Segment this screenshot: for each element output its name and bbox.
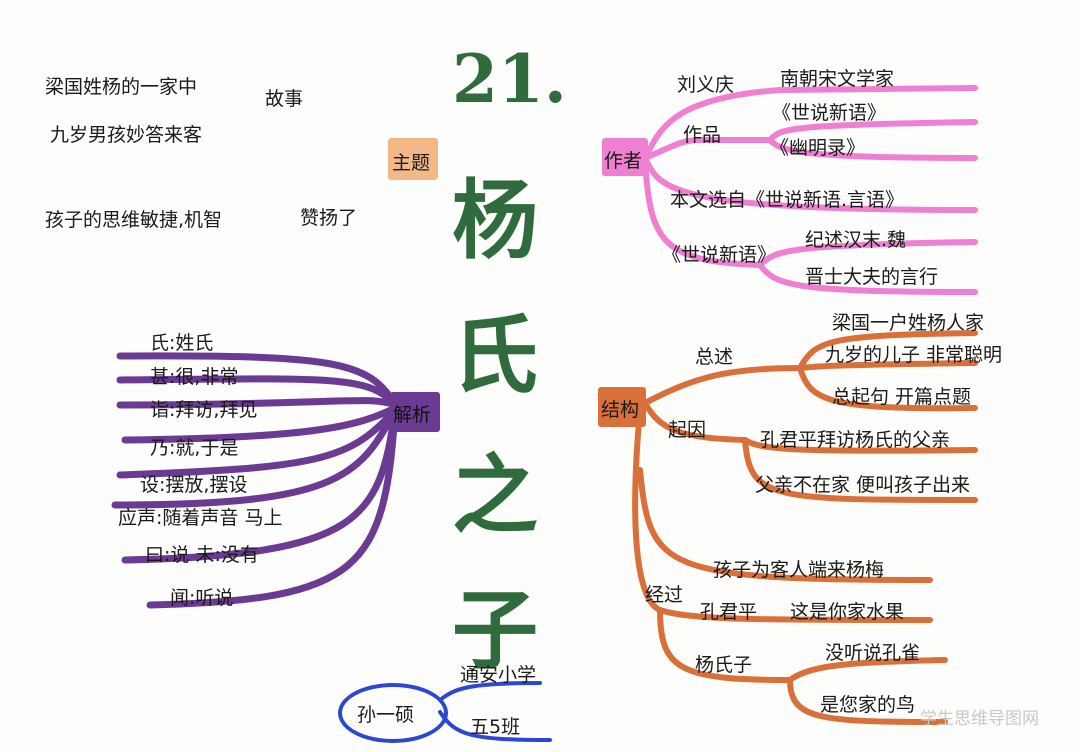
- title-number: 21.: [452, 40, 567, 118]
- author-work-1: 《世说新语》: [772, 102, 887, 124]
- analysis-item-1: 氏:姓氏: [150, 332, 214, 354]
- analysis-item-7: 曰:说 未:没有: [145, 544, 259, 566]
- analysis-item-8: 闻:听说: [170, 587, 234, 609]
- author-name: 刘义庆: [677, 74, 735, 96]
- title-char-4: 子: [452, 580, 538, 681]
- analysis-item-3: 诣:拜访,拜见: [150, 399, 258, 421]
- structure-overview-1: 梁国一户姓杨人家: [832, 312, 985, 334]
- author-label: 作者: [604, 150, 643, 172]
- theme-tag-bg: [388, 138, 438, 180]
- watermark: 学生思维导图网: [920, 709, 1039, 729]
- theme-item-1: 梁国姓杨的一家中: [45, 76, 198, 98]
- author-book-desc-2: 晋士大夫的言行: [805, 266, 939, 288]
- structure-branches: [632, 330, 978, 725]
- theme-item-3: 孩子的思维敏捷,机智: [45, 209, 223, 231]
- title-char-1: 杨: [452, 170, 538, 271]
- structure-kong-said: 这是你家水果: [790, 601, 905, 623]
- analysis-item-2: 甚:很,非常: [150, 366, 239, 388]
- author-tag-bg: [602, 138, 648, 176]
- author-book: 《世说新语》: [662, 244, 777, 266]
- author-source: 本文选自《世说新语.言语》: [670, 189, 905, 211]
- analysis-label: 解析: [393, 404, 432, 426]
- title-char-2: 氏: [452, 305, 538, 406]
- structure-overview-label: 总述: [695, 346, 734, 368]
- analysis-branches: [111, 352, 399, 609]
- analysis-item-5: 设:摆放,摆设: [140, 474, 248, 496]
- structure-process-label: 经过: [645, 584, 684, 606]
- structure-cause-2: 父亲不在家 便叫孩子出来: [755, 474, 971, 496]
- footer-school: 通安小学: [460, 664, 537, 686]
- footer-name: 孙一硕: [357, 704, 415, 726]
- structure-overview-2: 九岁的儿子 非常聪明: [825, 344, 1003, 366]
- analysis-tag-bg: [390, 392, 440, 432]
- author-work-2: 《幽明录》: [770, 137, 866, 159]
- structure-overview-3: 总起句 开篇点题: [832, 386, 972, 408]
- structure-cause-label: 起因: [668, 419, 707, 441]
- author-book-desc-1: 纪述汉末.魏: [805, 229, 907, 251]
- structure-yang-label: 杨氏子: [695, 654, 753, 676]
- author-branches: [642, 85, 978, 295]
- footer-class: 五5班: [470, 716, 521, 738]
- footer-name-ellipse: [338, 683, 448, 743]
- structure-yang-said-2: 是您家的鸟: [820, 694, 916, 716]
- author-name-desc: 南朝宋文学家: [780, 68, 895, 90]
- structure-process-top: 孩子为客人端来杨梅: [713, 559, 885, 581]
- theme-tag-praise: 赞扬了: [300, 207, 358, 229]
- structure-yang-said-1: 没听说孔雀: [825, 642, 921, 664]
- theme-item-2: 九岁男孩妙答来客: [50, 124, 203, 146]
- author-works-label: 作品: [683, 124, 722, 146]
- structure-label: 结构: [601, 399, 640, 421]
- analysis-item-4: 乃:就,于是: [150, 437, 239, 459]
- structure-tag-bg: [598, 387, 646, 427]
- theme-label: 主题: [392, 152, 431, 174]
- structure-cause-1: 孔君平拜访杨氏的父亲: [760, 429, 951, 451]
- analysis-item-6: 应声:随着声音 马上: [118, 507, 283, 529]
- structure-kong-label: 孔君平: [700, 601, 758, 623]
- theme-tag-story: 故事: [265, 88, 304, 110]
- title-char-3: 之: [452, 445, 538, 546]
